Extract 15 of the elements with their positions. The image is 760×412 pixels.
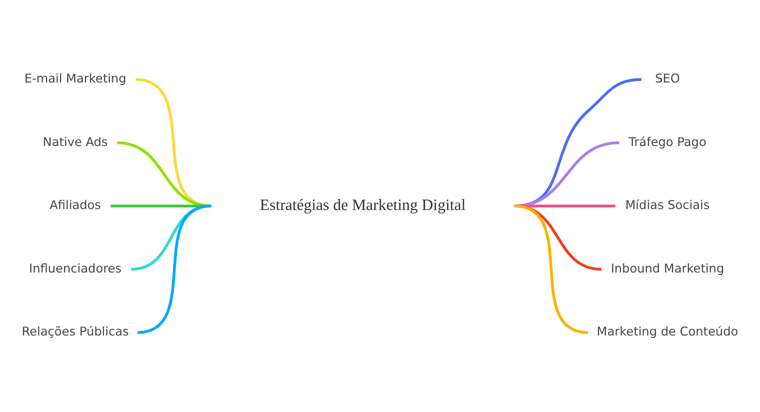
connector <box>514 204 602 271</box>
connector <box>137 204 212 334</box>
connector <box>130 204 212 271</box>
node-text: Influenciadores <box>29 261 122 276</box>
node-text: Mídias Sociais <box>625 198 710 212</box>
node-text: Tráfego Pago <box>628 134 706 149</box>
node-text: Marketing de Conteúdo <box>596 324 738 339</box>
node-text: Estratégias de Marketing Digital <box>260 196 466 214</box>
connector <box>514 204 588 334</box>
node-text: E-mail Marketing <box>24 72 126 86</box>
node-text: Relações Públicas <box>22 324 129 339</box>
node-text: SEO <box>655 72 680 86</box>
node-text: Native Ads <box>42 134 108 149</box>
node-text: Afiliados <box>50 198 101 212</box>
node-text: Inbound Marketing <box>610 261 724 276</box>
